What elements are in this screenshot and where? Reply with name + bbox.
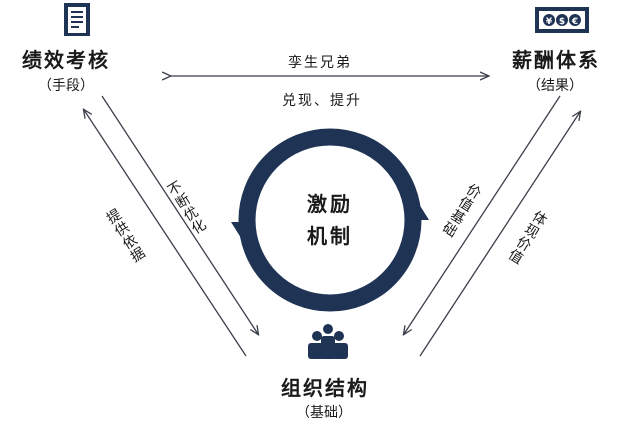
node-organization-subtitle: （基础） [296,405,352,421]
node-performance-title: 绩效考核 [22,48,110,72]
edge-top-above-label: 孪生兄弟 [288,55,352,71]
right-inner-arrow [404,95,561,334]
people-icon [308,324,348,359]
money-icon: ¥ $ € [535,7,589,33]
edge-top-below-label: 兑现、提升 [282,93,362,109]
center-title: 激励 机制 [290,188,370,252]
ring-arrowhead-left [231,222,251,238]
node-performance-subtitle: （手段） [38,78,94,94]
node-organization-title: 组织结构 [281,376,369,400]
svg-text:¥: ¥ [546,17,553,27]
center-line-2: 机制 [307,224,353,248]
node-compensation-subtitle: （结果） [527,78,583,94]
left-outer-arrow [84,110,247,357]
center-line-1: 激励 [307,192,353,216]
ring-arrowhead-right [409,204,429,220]
node-compensation-title: 薪酬体系 [512,48,600,72]
svg-text:€: € [571,17,578,27]
right-outer-arrow [419,112,580,357]
svg-text:$: $ [559,17,565,27]
document-icon [64,3,90,36]
left-inner-arrow [101,95,258,334]
